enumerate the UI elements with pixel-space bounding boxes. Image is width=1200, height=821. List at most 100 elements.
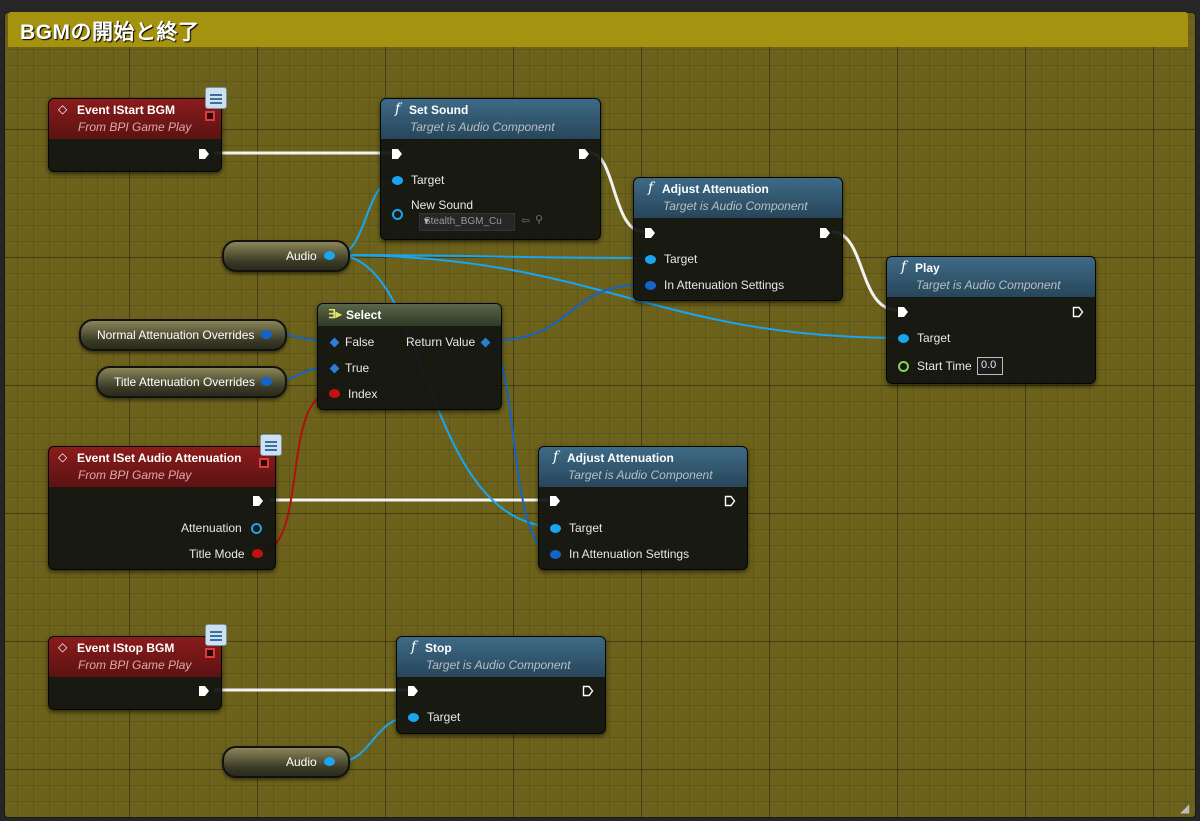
- target-pin[interactable]: [898, 334, 909, 343]
- resize-grip-icon[interactable]: ◢: [1180, 801, 1190, 815]
- adjust-attenuation-node-1[interactable]: f Adjust Attenuation Target is Audio Com…: [633, 177, 843, 301]
- exec-in-pin[interactable]: [644, 227, 656, 239]
- delegate-pin[interactable]: [205, 648, 215, 658]
- play-node[interactable]: f Play Target is Audio Component Target …: [886, 256, 1096, 384]
- select-node[interactable]: ∃▸ Select False True Index Return Value: [317, 303, 502, 410]
- attenuation-pin[interactable]: [251, 523, 262, 534]
- exec-out-pin[interactable]: [819, 227, 831, 239]
- node-subtitle: Target is Audio Component: [426, 658, 571, 672]
- node-title: Event IStart BGM: [77, 103, 176, 117]
- browse-asset-icon[interactable]: ⚲: [535, 214, 544, 226]
- pin-label-return-value: Return Value: [406, 335, 476, 349]
- start-time-pin[interactable]: [898, 361, 909, 372]
- node-subtitle: From BPI Game Play: [78, 658, 192, 672]
- comment-box-title[interactable]: BGMの開始と終了: [20, 21, 200, 44]
- pin-label-target: Target: [411, 173, 445, 187]
- node-subtitle: Target is Audio Component: [568, 468, 713, 482]
- delegate-pin[interactable]: [205, 111, 215, 121]
- exec-out-pin[interactable]: [198, 685, 210, 697]
- audio-wire: [335, 254, 903, 339]
- pin-label-attenuation: Attenuation: [181, 521, 242, 535]
- exec-out-pin[interactable]: [724, 495, 736, 507]
- function-icon: f: [411, 639, 417, 655]
- struct-output-pin[interactable]: [261, 377, 272, 386]
- index-pin[interactable]: [329, 389, 340, 398]
- pin-label-in-attenuation-settings: In Attenuation Settings: [664, 278, 785, 292]
- attenuation-settings-pin[interactable]: [645, 281, 656, 290]
- return-value-pin[interactable]: [480, 337, 491, 348]
- audio-variable-node[interactable]: Audio: [222, 240, 350, 272]
- node-title: Adjust Attenuation: [662, 182, 769, 196]
- attenuation-settings-pin[interactable]: [550, 550, 561, 559]
- event-diamond-icon: ◇: [58, 640, 68, 654]
- new-sound-pin[interactable]: [392, 209, 403, 220]
- struct-output-pin[interactable]: [261, 330, 272, 339]
- start-time-value: 0.0: [981, 359, 997, 371]
- false-pin[interactable]: [329, 337, 340, 348]
- node-subtitle: From BPI Game Play: [78, 468, 192, 482]
- adjust-attenuation-node-2[interactable]: f Adjust Attenuation Target is Audio Com…: [538, 446, 748, 570]
- exec-out-pin[interactable]: [582, 685, 594, 697]
- pin-label-in-attenuation-settings: In Attenuation Settings: [569, 547, 690, 561]
- node-title: Set Sound: [409, 103, 469, 117]
- normal-attenuation-overrides-variable[interactable]: Normal Attenuation Overrides: [79, 319, 287, 351]
- stop-node[interactable]: f Stop Target is Audio Component Target: [396, 636, 606, 734]
- delegate-pin[interactable]: [259, 458, 269, 468]
- audio-output-pin[interactable]: [324, 757, 335, 766]
- comment-box-header[interactable]: [8, 12, 1188, 47]
- interface-icon: [205, 624, 227, 646]
- new-sound-asset-dropdown[interactable]: Stealth_BGM_Cu ▾: [419, 213, 515, 231]
- exec-in-pin[interactable]: [407, 685, 419, 697]
- target-pin[interactable]: [408, 713, 419, 722]
- chevron-down-icon: ▾: [424, 216, 430, 227]
- interface-icon: [260, 434, 282, 456]
- node-title: Event IStop BGM: [77, 641, 175, 655]
- node-subtitle: From BPI Game Play: [78, 120, 192, 134]
- pin-label-target: Target: [569, 521, 603, 535]
- function-icon: f: [395, 101, 401, 117]
- audio-variable-node[interactable]: Audio: [222, 746, 350, 778]
- target-pin[interactable]: [645, 255, 656, 264]
- event-istart-bgm-node[interactable]: ◇ Event IStart BGM From BPI Game Play: [48, 98, 222, 172]
- node-subtitle: Target is Audio Component: [410, 120, 555, 134]
- pin-label-target: Target: [664, 252, 698, 266]
- exec-out-pin[interactable]: [252, 495, 264, 507]
- audio-wire: [335, 254, 650, 259]
- target-pin[interactable]: [550, 524, 561, 533]
- pin-label-start-time: Start Time: [917, 359, 972, 373]
- pin-label-title-mode: Title Mode: [189, 547, 245, 561]
- event-iset-audio-attenuation-node[interactable]: ◇ Event ISet Audio Attenuation From BPI …: [48, 446, 276, 570]
- function-icon: f: [901, 259, 907, 275]
- pin-label-target: Target: [427, 710, 461, 724]
- node-title: Stop: [425, 641, 452, 655]
- function-icon: f: [648, 180, 654, 196]
- exec-out-pin[interactable]: [1072, 306, 1084, 318]
- pin-label-target: Target: [917, 331, 951, 345]
- set-sound-node[interactable]: f Set Sound Target is Audio Component Ta…: [380, 98, 601, 240]
- pin-label-true: True: [345, 361, 370, 375]
- node-title: Event ISet Audio Attenuation: [77, 451, 242, 465]
- event-diamond-icon: ◇: [58, 102, 68, 116]
- exec-out-pin[interactable]: [198, 148, 210, 160]
- exec-in-pin[interactable]: [897, 306, 909, 318]
- title-attenuation-overrides-variable[interactable]: Title Attenuation Overrides: [96, 366, 287, 398]
- target-pin[interactable]: [392, 176, 403, 185]
- start-time-input[interactable]: 0.0: [977, 357, 1003, 375]
- exec-out-pin[interactable]: [578, 148, 590, 160]
- event-istop-bgm-node[interactable]: ◇ Event IStop BGM From BPI Game Play: [48, 636, 222, 710]
- node-title: Play: [915, 261, 940, 275]
- use-selected-asset-icon[interactable]: ⇦: [521, 215, 531, 227]
- exec-in-pin[interactable]: [549, 495, 561, 507]
- true-pin[interactable]: [329, 363, 340, 374]
- dropdown-value: Stealth_BGM_Cu: [424, 216, 502, 227]
- interface-icon: [205, 87, 227, 109]
- exec-in-pin[interactable]: [391, 148, 403, 160]
- function-icon: f: [553, 449, 559, 465]
- node-title: Adjust Attenuation: [567, 451, 674, 465]
- node-subtitle: Target is Audio Component: [916, 278, 1061, 292]
- variable-label: Audio: [286, 249, 317, 263]
- node-title: Select: [346, 308, 382, 322]
- title-mode-pin[interactable]: [252, 549, 263, 558]
- audio-output-pin[interactable]: [324, 251, 335, 260]
